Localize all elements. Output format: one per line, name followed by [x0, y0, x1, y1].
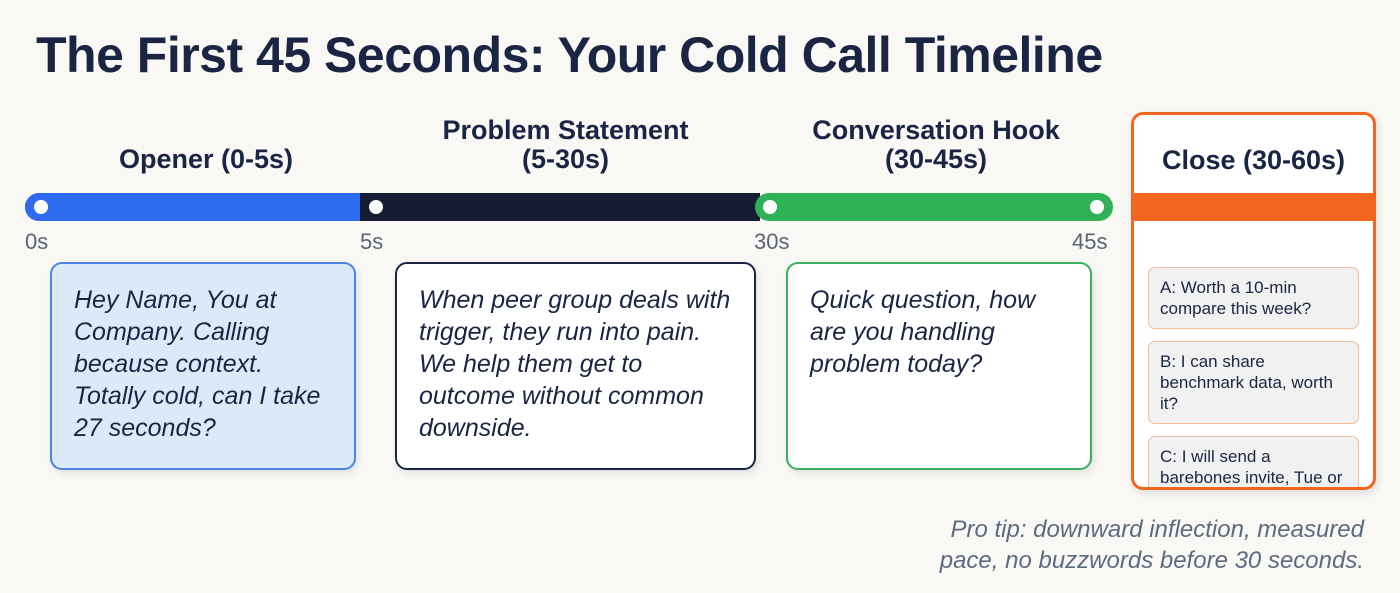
stage-header-conversation-hook-line1: Conversation Hook	[812, 115, 1060, 145]
script-card-opener: Hey Name, You at Company. Calling becaus…	[50, 262, 356, 470]
close-option-a[interactable]: A: Worth a 10-min compare this week?	[1148, 267, 1359, 330]
page-title: The First 45 Seconds: Your Cold Call Tim…	[36, 27, 1103, 83]
timeline-tick-label-3: 45s	[1072, 229, 1108, 254]
timeline-marker-0s	[34, 200, 48, 214]
stage-header-conversation-hook-line2: (30-45s)	[884, 143, 988, 174]
pro-tip-text: Pro tip: downward inflection, measured p…	[939, 516, 1364, 575]
stage-header-opener: Opener (0-5s)	[25, 145, 387, 174]
timeline-tick-label-0: 0s	[25, 229, 49, 254]
timeline-tick-label-1: 5s	[360, 229, 384, 254]
stage-header-problem-statement-line1: Problem Statement	[442, 115, 689, 145]
stage-header-conversation-hook: Conversation Hook (30-45s)	[755, 116, 1117, 174]
stage-header-opener-label: Opener (0-5s)	[118, 144, 294, 174]
close-panel-accent-band	[1134, 193, 1373, 221]
close-panel-title: Close (30-60s)	[1161, 145, 1346, 175]
timeline-tick-label-2: 30s	[754, 229, 790, 254]
timeline-segment-problem-statement	[360, 193, 760, 221]
timeline-bar	[25, 193, 1113, 221]
timeline-marker-5s	[369, 200, 383, 214]
close-option-list: A: Worth a 10-min compare this week? B: …	[1148, 267, 1359, 487]
timeline-marker-45s	[1090, 200, 1104, 214]
stage-header-problem-statement: Problem Statement (5-30s)	[387, 116, 744, 174]
script-card-conversation-hook: Quick question, how are you handling pro…	[786, 262, 1092, 470]
close-option-b[interactable]: B: I can share benchmark data, worth it?	[1148, 341, 1359, 425]
timeline-marker-30s	[763, 200, 777, 214]
timeline-segment-opener	[25, 193, 365, 221]
timeline-segment-conversation-hook	[755, 193, 1113, 221]
close-option-c[interactable]: C: I will send a barebones invite, Tue o…	[1148, 436, 1359, 487]
script-card-problem-statement: When peer group deals with trigger, they…	[395, 262, 756, 470]
close-panel: Close (30-60s) A: Worth a 10-min compare…	[1131, 112, 1376, 490]
stage-header-problem-statement-line2: (5-30s)	[521, 143, 610, 174]
